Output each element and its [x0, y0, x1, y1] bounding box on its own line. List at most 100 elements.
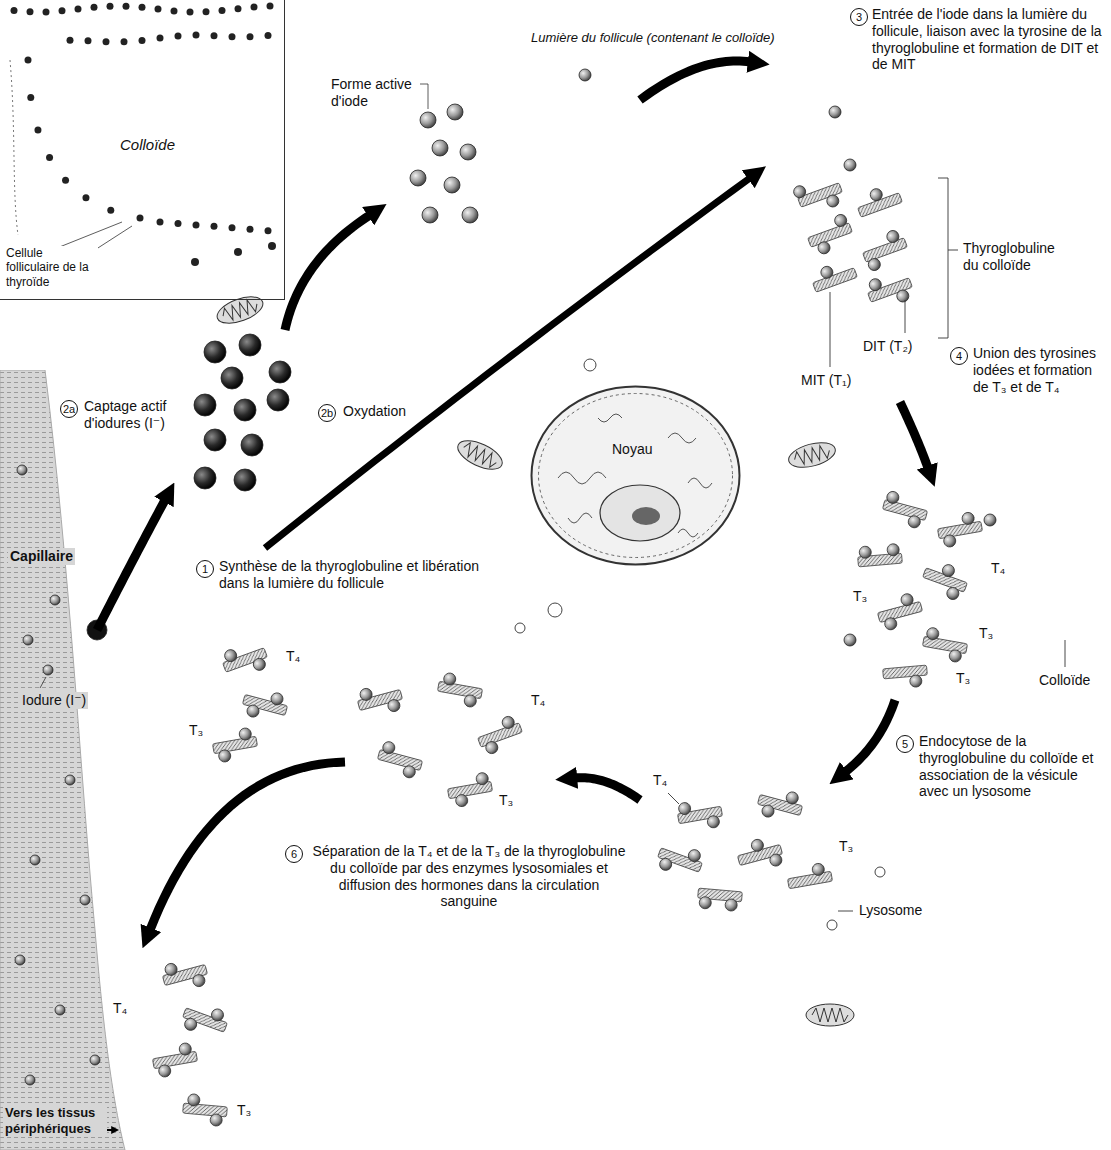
cell-dot [175, 32, 182, 39]
thyroglobulin-molecule [474, 713, 526, 756]
protein-chain [152, 1051, 197, 1068]
capillary-band-shape [0, 370, 130, 1150]
thyroglobulin-molecule [804, 212, 856, 257]
cell-dot [27, 8, 34, 15]
iodine-atom [443, 672, 457, 686]
iodide-ion [194, 394, 216, 416]
iodine-atom [785, 791, 800, 806]
iodine-atom [883, 616, 898, 631]
cell-dot [234, 248, 242, 256]
protein-chain [212, 736, 257, 753]
iodine-atom [223, 648, 238, 663]
cell-dot [157, 35, 164, 42]
process-arrow [575, 778, 640, 800]
active-iodine [462, 207, 478, 223]
hormone-label: T₃ [498, 792, 514, 809]
protein-chain [813, 268, 858, 292]
thyroglobulin-molecule [697, 888, 743, 912]
iodine-atom [816, 240, 831, 255]
iodine-atom [183, 1017, 198, 1032]
region-label: Colloïde [118, 136, 177, 154]
cell-dot [25, 57, 32, 64]
cell-dot [62, 177, 69, 184]
active-iodine [432, 140, 448, 156]
thyroglobulin-molecule [436, 671, 485, 708]
protein-chain [808, 223, 853, 247]
cell-dot [247, 33, 254, 40]
capillary-band: CapillaireIodure (I⁻)Vers les tissus pér… [0, 370, 130, 1150]
iodine-atom [359, 687, 374, 702]
thyroglobulin-molecule [921, 626, 970, 663]
cell-dot [11, 7, 18, 14]
cell-dot [157, 219, 164, 226]
step-text: Entrée de l'iode dans la lumière du foll… [871, 6, 1105, 73]
cell-dot [43, 8, 50, 15]
iodine-atom [811, 862, 825, 876]
iodine-atom [859, 546, 872, 559]
cell-dot [107, 3, 114, 10]
iodine-atom [687, 848, 702, 863]
cell-dot [121, 38, 128, 45]
active-iodine [420, 112, 436, 128]
vesicle [827, 920, 837, 930]
vesicle [584, 359, 596, 371]
blood-iodide [90, 1055, 100, 1065]
leader-line [668, 793, 679, 804]
thyroglobulin-molecule [179, 998, 231, 1041]
iodine-atom [867, 257, 882, 272]
cell-dot [171, 7, 178, 14]
leader-line [70, 226, 132, 266]
cell-dot [267, 3, 274, 10]
cell-dot [191, 258, 199, 266]
part-label: DIT (T₂) [862, 338, 914, 355]
thyroglobulin-molecule [936, 510, 985, 548]
region-label: Colloïde [1038, 672, 1091, 689]
iodine-atom [948, 649, 962, 663]
protein-chain [437, 681, 482, 698]
iodine-atom [579, 69, 591, 81]
callout-number: 3 [850, 8, 868, 26]
protein-chain [223, 648, 268, 672]
region-label: Lumière du follicule (contenant le collo… [530, 30, 776, 46]
thyroglobulin-molecule [654, 838, 706, 881]
cell-dot [229, 224, 236, 231]
nucleolus [600, 485, 680, 541]
hormone-label: T₄ [990, 560, 1006, 577]
capillary-fill [0, 370, 125, 1150]
mitochondrion-membrane [214, 291, 267, 328]
process-arrow [285, 215, 370, 330]
iodide-ion [267, 389, 289, 411]
callout-number: 2b [318, 404, 336, 422]
iodine-atom [210, 1114, 223, 1127]
chromatin [678, 529, 698, 537]
active-iodine [447, 104, 463, 120]
chromatin [598, 414, 622, 422]
iodine-atom [455, 794, 469, 808]
cell-dot [235, 5, 242, 12]
step-text: Captage actif d'iodures (I⁻) [83, 398, 175, 432]
hormone-label: T₄ [530, 692, 546, 709]
thyroglobulin-molecule [219, 638, 271, 681]
cell-dot [251, 3, 258, 10]
mitochondrion [786, 438, 838, 472]
thyroglobulin-molecule [182, 1093, 228, 1127]
process-arrow [845, 700, 895, 772]
active-iodine [444, 177, 460, 193]
iodine-atom [885, 490, 900, 505]
blood-iodide [23, 635, 33, 645]
protein-chain [883, 665, 928, 679]
mitochondrion-cristae [793, 444, 831, 467]
leader-line [830, 292, 831, 367]
chromatin [688, 478, 712, 488]
iodine-atom [706, 815, 720, 829]
cell-dot [175, 220, 182, 227]
cell-dot [103, 38, 110, 45]
iodine-atom [895, 288, 910, 303]
thyroglobulin-molecule [854, 182, 903, 218]
step-text: Union des tyrosines iodées et formation … [972, 345, 1099, 395]
protein-chain [478, 723, 523, 747]
nuclear-envelope-inner [539, 394, 733, 558]
blood-iodide [43, 665, 53, 675]
iodine-atom [961, 511, 975, 525]
thyroglobulin-molecule [735, 834, 786, 875]
